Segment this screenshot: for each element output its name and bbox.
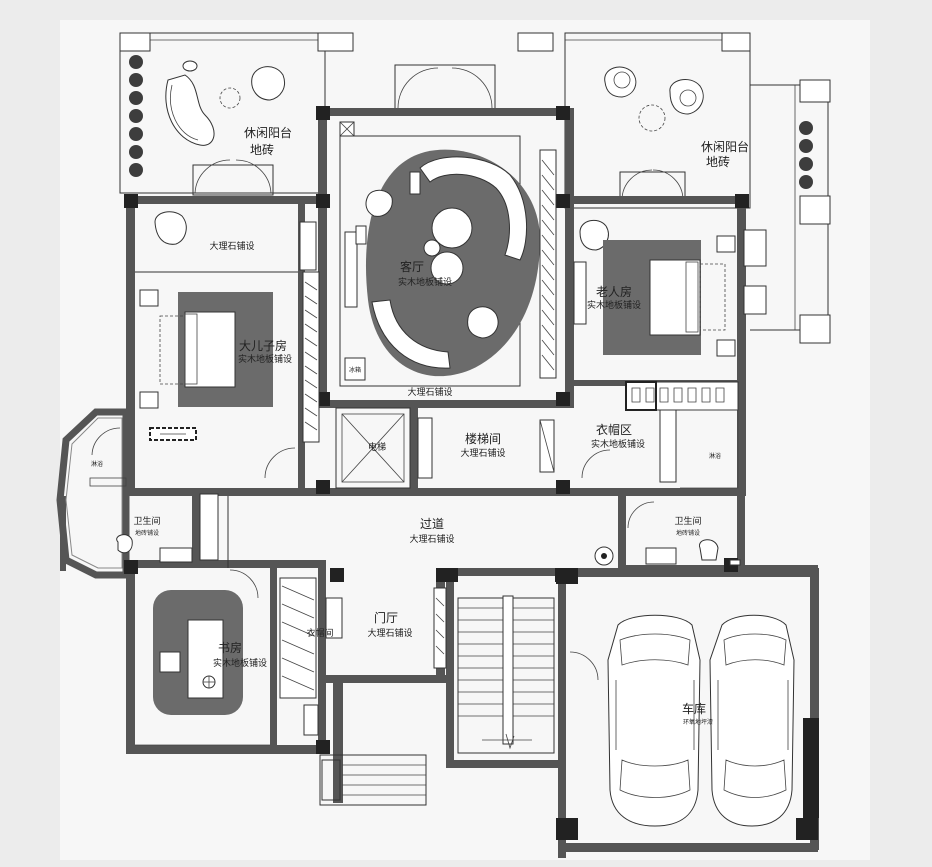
label-living-marble: 大理石铺设 xyxy=(407,386,452,398)
columns xyxy=(124,106,818,840)
elevator xyxy=(335,407,411,489)
balcony-left xyxy=(119,32,354,194)
corridor xyxy=(227,496,614,599)
bathroom-left xyxy=(89,427,219,563)
stairs xyxy=(457,595,555,754)
label-living-room: 客厅 xyxy=(400,259,424,274)
tv-cabinet xyxy=(344,231,358,308)
wardrobe-big-son xyxy=(302,271,320,443)
bed-elder xyxy=(649,259,701,336)
plant-row-left xyxy=(129,55,143,177)
sofa-curved-lower xyxy=(371,299,451,369)
label-cloakroom-right-floor: 实木地板铺设 xyxy=(591,438,645,450)
label-shower-right: 淋浴 xyxy=(709,452,721,460)
label-big-son-room-floor: 实木地板铺设 xyxy=(238,353,292,365)
plant-row-right xyxy=(799,121,813,189)
balcony-right-furniture xyxy=(604,66,704,132)
label-bath-left-floor: 地砖铺设 xyxy=(135,529,159,537)
big-son-room xyxy=(135,211,320,479)
garage xyxy=(569,614,795,827)
balcony-right xyxy=(517,32,831,344)
label-balcony-left-floor: 地砖 xyxy=(250,142,274,157)
label-bath-right-floor: 地砖铺设 xyxy=(676,529,700,537)
label-balcony-left: 休闲阳台 xyxy=(244,125,292,140)
study xyxy=(135,590,270,746)
staircase-room xyxy=(417,417,555,479)
label-cloakroom-foyer: 衣帽间 xyxy=(306,627,333,639)
label-corridor: 过道 xyxy=(420,517,444,531)
balcony-left-furniture xyxy=(165,60,285,146)
label-elevator: 电梯 xyxy=(368,441,386,453)
car-right xyxy=(709,614,795,827)
car-left xyxy=(607,614,701,827)
balcony-left-doors xyxy=(192,159,274,196)
room-labels: 休闲阳台 地砖 休闲阳台 地砖 客厅 实木地板铺设 大理石铺设 冰箱 大理石铺设… xyxy=(91,125,749,726)
label-staircase-floor: 大理石铺设 xyxy=(460,447,505,459)
label-study-floor: 实木地板铺设 xyxy=(213,657,267,669)
bay-window-left xyxy=(56,408,130,579)
fridge xyxy=(344,357,366,381)
label-cloakroom-right: 衣帽区 xyxy=(596,422,632,437)
label-bath-left: 卫生间 xyxy=(133,515,160,527)
label-balcony-right: 休闲阳台 xyxy=(701,139,749,154)
foyer xyxy=(279,577,447,806)
bed-big-son xyxy=(184,311,236,388)
label-shower-left: 淋浴 xyxy=(91,460,103,468)
entry-steps xyxy=(319,754,427,806)
label-foyer-floor: 大理石铺设 xyxy=(367,627,412,639)
label-corridor-floor: 大理石铺设 xyxy=(409,533,454,545)
label-big-son-marble: 大理石铺设 xyxy=(209,240,254,252)
label-staircase: 楼梯间 xyxy=(465,431,501,446)
label-garage-floor: 环氧地坪漆 xyxy=(683,718,713,726)
label-garage: 车库 xyxy=(682,701,706,716)
bathroom-right xyxy=(627,501,741,566)
label-living-room-floor: 实木地板铺设 xyxy=(398,276,452,288)
label-elder-room-floor: 实木地板铺设 xyxy=(587,299,641,311)
sofa-curved xyxy=(419,156,528,261)
label-elder-room: 老人房 xyxy=(596,284,632,299)
label-big-son-room: 大儿子房 xyxy=(239,338,287,353)
label-study: 书房 xyxy=(218,640,242,655)
label-foyer: 门厅 xyxy=(374,610,398,625)
label-balcony-right-floor: 地砖 xyxy=(706,154,730,169)
living-room xyxy=(339,121,557,387)
label-bath-right: 卫生间 xyxy=(674,515,701,527)
label-fridge: 冰箱 xyxy=(349,366,361,374)
elder-room xyxy=(573,219,767,489)
